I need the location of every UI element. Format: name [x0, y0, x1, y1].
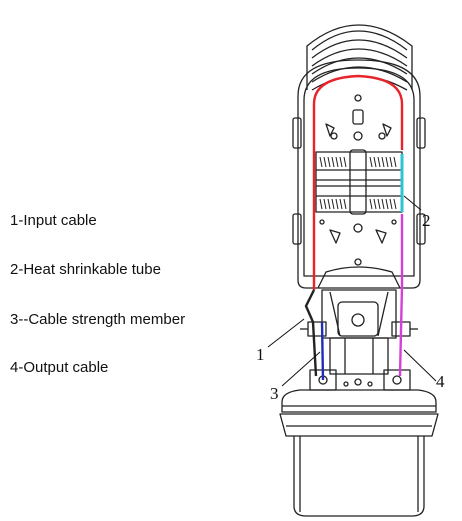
legend-cable-strength-member: 3--Cable strength member	[10, 311, 186, 328]
lower-holes	[319, 219, 397, 266]
callout-1: 1	[256, 345, 265, 364]
splice-tray-area	[315, 149, 403, 215]
closure-body	[297, 59, 421, 289]
upper-holes	[325, 94, 392, 141]
dome-top	[306, 24, 413, 91]
cable-clamps	[309, 369, 411, 391]
callout-2: 2	[422, 211, 431, 230]
legend-heat-shrinkable-tube: 2-Heat shrinkable tube	[10, 261, 161, 278]
legend-output-cable: 4-Output cable	[10, 359, 109, 376]
legend-input-cable: 1-Input cable	[10, 212, 97, 229]
port-assembly	[300, 266, 418, 375]
strength-member-path	[320, 321, 325, 381]
base-flange	[279, 389, 439, 437]
callout-3: 3	[270, 384, 279, 403]
output-cable-path	[398, 214, 404, 377]
base-cylinder	[293, 436, 425, 517]
input-cable-lower-path	[304, 289, 318, 377]
callout-4: 4	[436, 372, 445, 391]
input-cable-path	[312, 74, 404, 290]
